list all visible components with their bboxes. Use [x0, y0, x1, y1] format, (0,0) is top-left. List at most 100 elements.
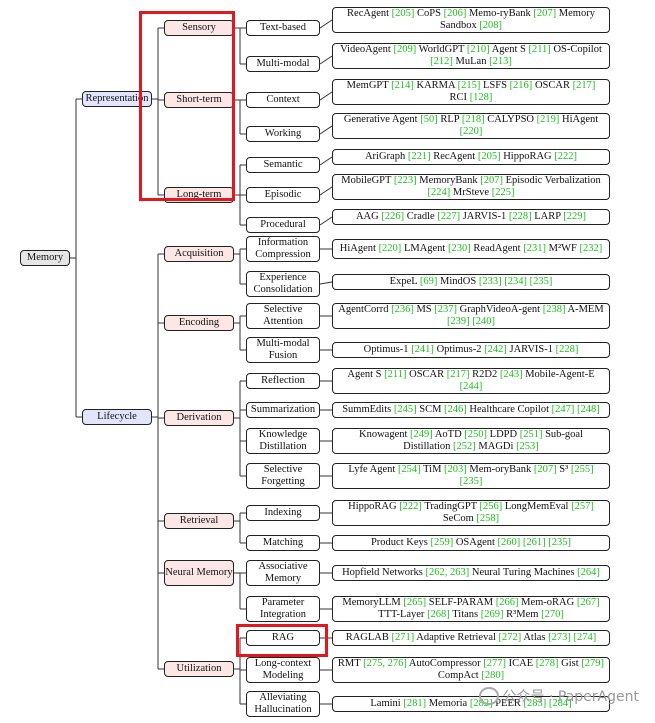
leaf-node-parameter-integration: MemoryLLM [265] SELF-PARAM [266] Mem-oRA…: [332, 596, 610, 622]
citation: [218]: [461, 114, 485, 125]
citation: [273]: [548, 632, 571, 643]
method-name: Mobile-Agent-E: [522, 369, 595, 380]
citation: [282]: [469, 698, 493, 709]
subcategory-node-parameter-integration: Parameter Integration: [246, 596, 320, 622]
citation: [271]: [391, 632, 415, 643]
citation: [237]: [434, 304, 458, 315]
citation: [225]: [491, 187, 515, 198]
citation: [219]: [536, 114, 560, 125]
citation: [241]: [411, 344, 434, 355]
method-name: LongMemEval: [502, 501, 572, 512]
method-name: CompAct: [437, 670, 482, 681]
leaf-text: AgentCorrd [236] MS [237] GraphVideoA-ge…: [337, 304, 605, 328]
citation: [275, 276]: [363, 658, 407, 669]
citation: [264]: [577, 567, 600, 578]
method-name: Episodic Verbalization: [502, 175, 601, 186]
citation: [251]: [519, 429, 543, 440]
subcategory-node-multi-modal: Multi-modal: [246, 56, 320, 72]
method-name: KARMA: [413, 80, 458, 91]
method-name: HippoRAG: [500, 151, 555, 162]
method-name: OS-Copilot: [550, 44, 602, 55]
method-name: JARVIS-1: [506, 344, 556, 355]
method-name: Agent S: [347, 369, 385, 380]
wechat-icon: [478, 687, 499, 705]
leaf-text: MemoryLLM [265] SELF-PARAM [266] Mem-oRA…: [337, 597, 605, 621]
subcategory-node-semantic: Semantic: [246, 157, 320, 173]
leaf-node-episodic: MobileGPT [223] MemoryBank [207] Episodi…: [332, 174, 610, 200]
leaf-node-text-based: RecAgent [205] CoPS [206] Memo-ryBank [2…: [332, 7, 610, 33]
leaf-text: ExpeL [69] MindOS [233] [234] [235]: [390, 276, 553, 288]
citation: [269]: [480, 609, 504, 620]
citation: [205]: [391, 8, 415, 19]
subcategory-node-working: Working: [246, 126, 320, 142]
group-node-representation: Representation: [82, 91, 152, 107]
leaf-node-information-compression: HiAgent [220] LMAgent [230] ReadAgent [2…: [332, 239, 610, 259]
citation: [245]: [393, 404, 417, 415]
citation: [231]: [523, 243, 546, 254]
method-name: Titans: [449, 609, 481, 620]
subcategory-node-knowledge-distillation: Knowledge Distillation: [246, 428, 320, 454]
citation: [229]: [563, 211, 587, 222]
watermark: 公众号 · PaperAgent: [478, 686, 639, 706]
leaf-node-semantic: AriGraph [221] RecAgent [205] HippoRAG […: [332, 149, 610, 165]
method-name: ReadAgent: [470, 243, 524, 254]
method-name: Hopfield Networks: [342, 567, 426, 578]
citation: [207]: [480, 175, 503, 186]
leaf-node-context: MemGPT [214] KARMA [215] LSFS [216] OSCA…: [332, 79, 610, 105]
connector-leaf-context: [319, 91, 333, 101]
method-name: OSAgent: [453, 537, 498, 548]
leaf-text: RecAgent [205] CoPS [206] Memo-ryBank [2…: [337, 8, 605, 32]
leaf-text: VideoAgent [209] WorldGPT [210] Agent S …: [337, 44, 605, 68]
subcategory-node-information-compression: Information Compression: [246, 236, 320, 262]
citation: [205]: [477, 151, 501, 162]
citation: [274]: [573, 632, 597, 643]
citation: [277]: [483, 658, 507, 669]
root-node: Memory: [20, 250, 70, 266]
citation: [257]: [571, 501, 594, 512]
category-node-acquisition: Acquisition: [164, 246, 234, 262]
leaf-text: AriGraph [221] RecAgent [205] HippoRAG […: [365, 151, 577, 163]
citation: [256]: [479, 501, 503, 512]
method-name: Agent S: [489, 44, 529, 55]
citation: [215]: [457, 80, 481, 91]
method-name: AutoCompressor: [406, 658, 484, 669]
citation: [230]: [447, 243, 471, 254]
citation: [232]: [579, 243, 603, 254]
citation: [248]: [577, 404, 600, 415]
method-name: MS: [413, 304, 435, 315]
leaf-node-multi-modal-fusion: Optimus-1 [241] Optimus-2 [242] JARVIS-1…: [332, 342, 610, 358]
method-name: MemoryLLM: [342, 597, 404, 608]
citation: [210]: [466, 44, 490, 55]
citation: [240]: [472, 316, 496, 327]
method-name: Sub-goal Distillation: [403, 429, 583, 452]
method-name: TTT-Layer: [378, 609, 428, 620]
watermark-text: 公众号 · PaperAgent: [502, 689, 639, 705]
citation: [223]: [393, 175, 417, 186]
method-name: Product Keys: [370, 537, 431, 548]
category-node-encoding: Encoding: [164, 315, 234, 331]
method-name: RCI: [449, 92, 470, 103]
citation: [50]: [420, 114, 438, 125]
citation: [220]: [378, 243, 402, 254]
citation: [258]: [476, 513, 500, 524]
method-name: Gist: [558, 658, 582, 669]
method-name: MrSteve: [450, 187, 492, 198]
method-name: M²WF: [545, 243, 580, 254]
method-name: AgentCorrd: [338, 304, 392, 315]
method-name: TiM: [420, 464, 445, 475]
citation: [243]: [499, 369, 523, 380]
citation: [235]: [548, 537, 572, 548]
category-node-retrieval: Retrieval: [164, 513, 234, 529]
leaf-node-working: Generative Agent [50] RLP [218] CALYPSO …: [332, 113, 610, 139]
leaf-node-knowledge-distillation: Knowagent [249] AoTD [250] LDPD [251] Su…: [332, 428, 610, 454]
method-name: HiAgent: [559, 114, 599, 125]
method-name: A-MEM: [565, 304, 604, 315]
citation: [266]: [495, 597, 519, 608]
method-name: RAGLAB: [345, 632, 392, 643]
method-name: SummEdits: [342, 404, 394, 415]
citation: [217]: [572, 80, 596, 91]
category-node-sensory: Sensory: [164, 20, 234, 36]
citation: [278]: [535, 658, 559, 669]
citation: [279]: [581, 658, 605, 669]
citation: [234]: [504, 276, 527, 287]
